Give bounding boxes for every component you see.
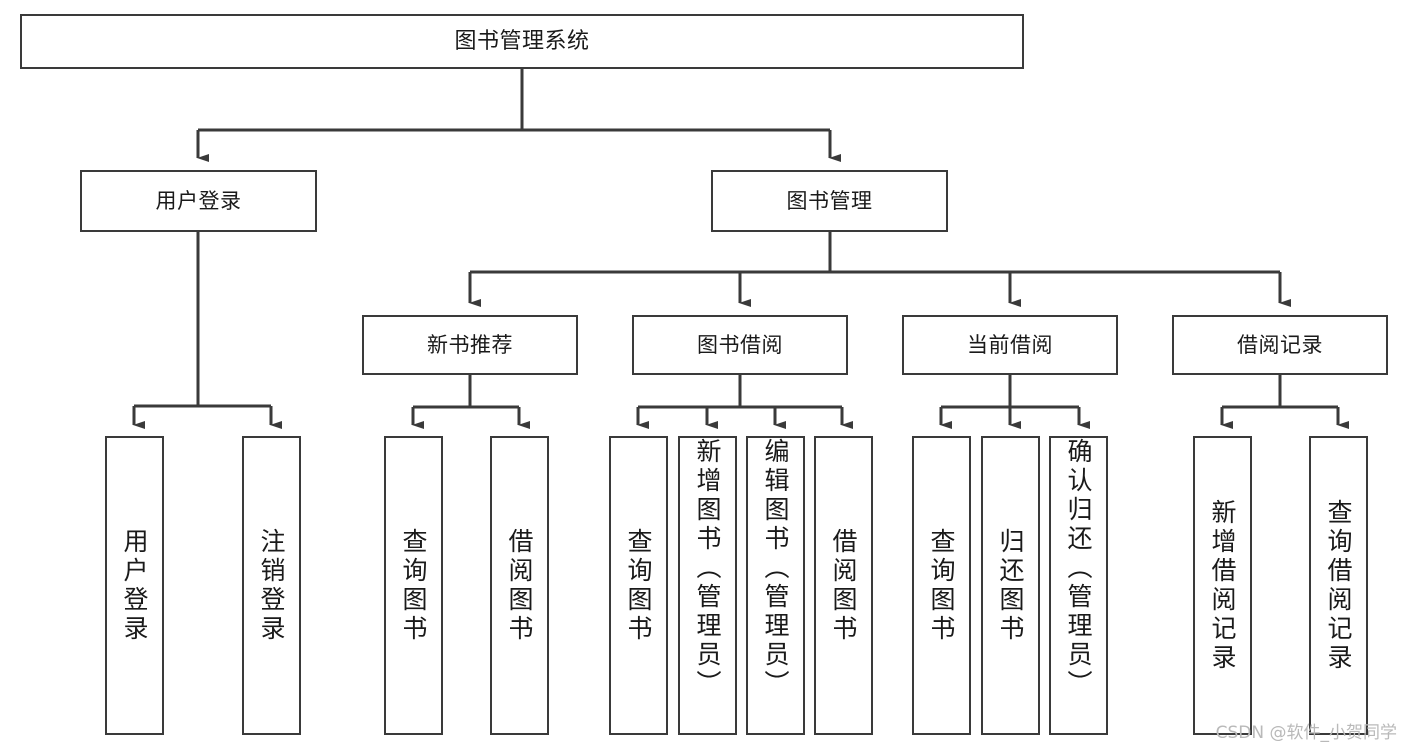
node-root[interactable]: 图书管理系统 [20, 14, 1024, 69]
node-leaf-add-record[interactable]: 新增借阅记录 [1193, 436, 1252, 735]
node-leaf-borrow-book-2-label: 借阅图书 [829, 527, 858, 644]
watermark-text: CSDN @软件_小贺同学 [1215, 723, 1397, 743]
node-borrow-record[interactable]: 借阅记录 [1172, 315, 1388, 375]
node-leaf-borrow-book-1[interactable]: 借阅图书 [490, 436, 549, 735]
node-leaf-query-book-2[interactable]: 查询图书 [609, 436, 668, 735]
node-leaf-user-login-label: 用户登录 [120, 527, 149, 644]
node-book-manage[interactable]: 图书管理 [711, 170, 948, 232]
node-leaf-return-book[interactable]: 归还图书 [981, 436, 1040, 735]
node-leaf-confirm-return-label: 确认归还（管理员） [1064, 438, 1093, 699]
node-leaf-user-login[interactable]: 用户登录 [105, 436, 164, 735]
node-leaf-query-book-2-label: 查询图书 [624, 527, 653, 644]
node-new-book-recommend[interactable]: 新书推荐 [362, 315, 578, 375]
node-current-borrow[interactable]: 当前借阅 [902, 315, 1118, 375]
node-user-login[interactable]: 用户登录 [80, 170, 317, 232]
node-new-book-recommend-label: 新书推荐 [427, 332, 513, 357]
node-leaf-borrow-book-1-label: 借阅图书 [505, 527, 534, 644]
node-leaf-query-book-1[interactable]: 查询图书 [384, 436, 443, 735]
node-book-borrow[interactable]: 图书借阅 [632, 315, 848, 375]
node-leaf-query-book-3[interactable]: 查询图书 [912, 436, 971, 735]
node-leaf-edit-book[interactable]: 编辑图书（管理员） [746, 436, 805, 735]
node-book-manage-label: 图书管理 [786, 188, 873, 213]
node-leaf-logout[interactable]: 注销登录 [242, 436, 301, 735]
node-leaf-edit-book-label: 编辑图书（管理员） [761, 438, 790, 699]
node-leaf-query-book-1-label: 查询图书 [399, 527, 428, 644]
node-user-login-label: 用户登录 [155, 188, 242, 213]
node-borrow-record-label: 借阅记录 [1237, 332, 1323, 357]
node-leaf-add-book[interactable]: 新增图书（管理员） [678, 436, 737, 735]
node-leaf-add-book-label: 新增图书（管理员） [693, 438, 722, 699]
node-root-label: 图书管理系统 [454, 28, 590, 54]
node-leaf-borrow-book-2[interactable]: 借阅图书 [814, 436, 873, 735]
node-leaf-logout-label: 注销登录 [257, 527, 286, 644]
node-leaf-confirm-return[interactable]: 确认归还（管理员） [1049, 436, 1108, 735]
node-book-borrow-label: 图书借阅 [697, 332, 783, 357]
node-leaf-query-record[interactable]: 查询借阅记录 [1309, 436, 1368, 735]
node-leaf-return-book-label: 归还图书 [996, 527, 1025, 644]
node-current-borrow-label: 当前借阅 [967, 332, 1053, 357]
node-leaf-add-record-label: 新增借阅记录 [1208, 498, 1237, 673]
node-leaf-query-book-3-label: 查询图书 [927, 527, 956, 644]
node-leaf-query-record-label: 查询借阅记录 [1324, 498, 1353, 673]
